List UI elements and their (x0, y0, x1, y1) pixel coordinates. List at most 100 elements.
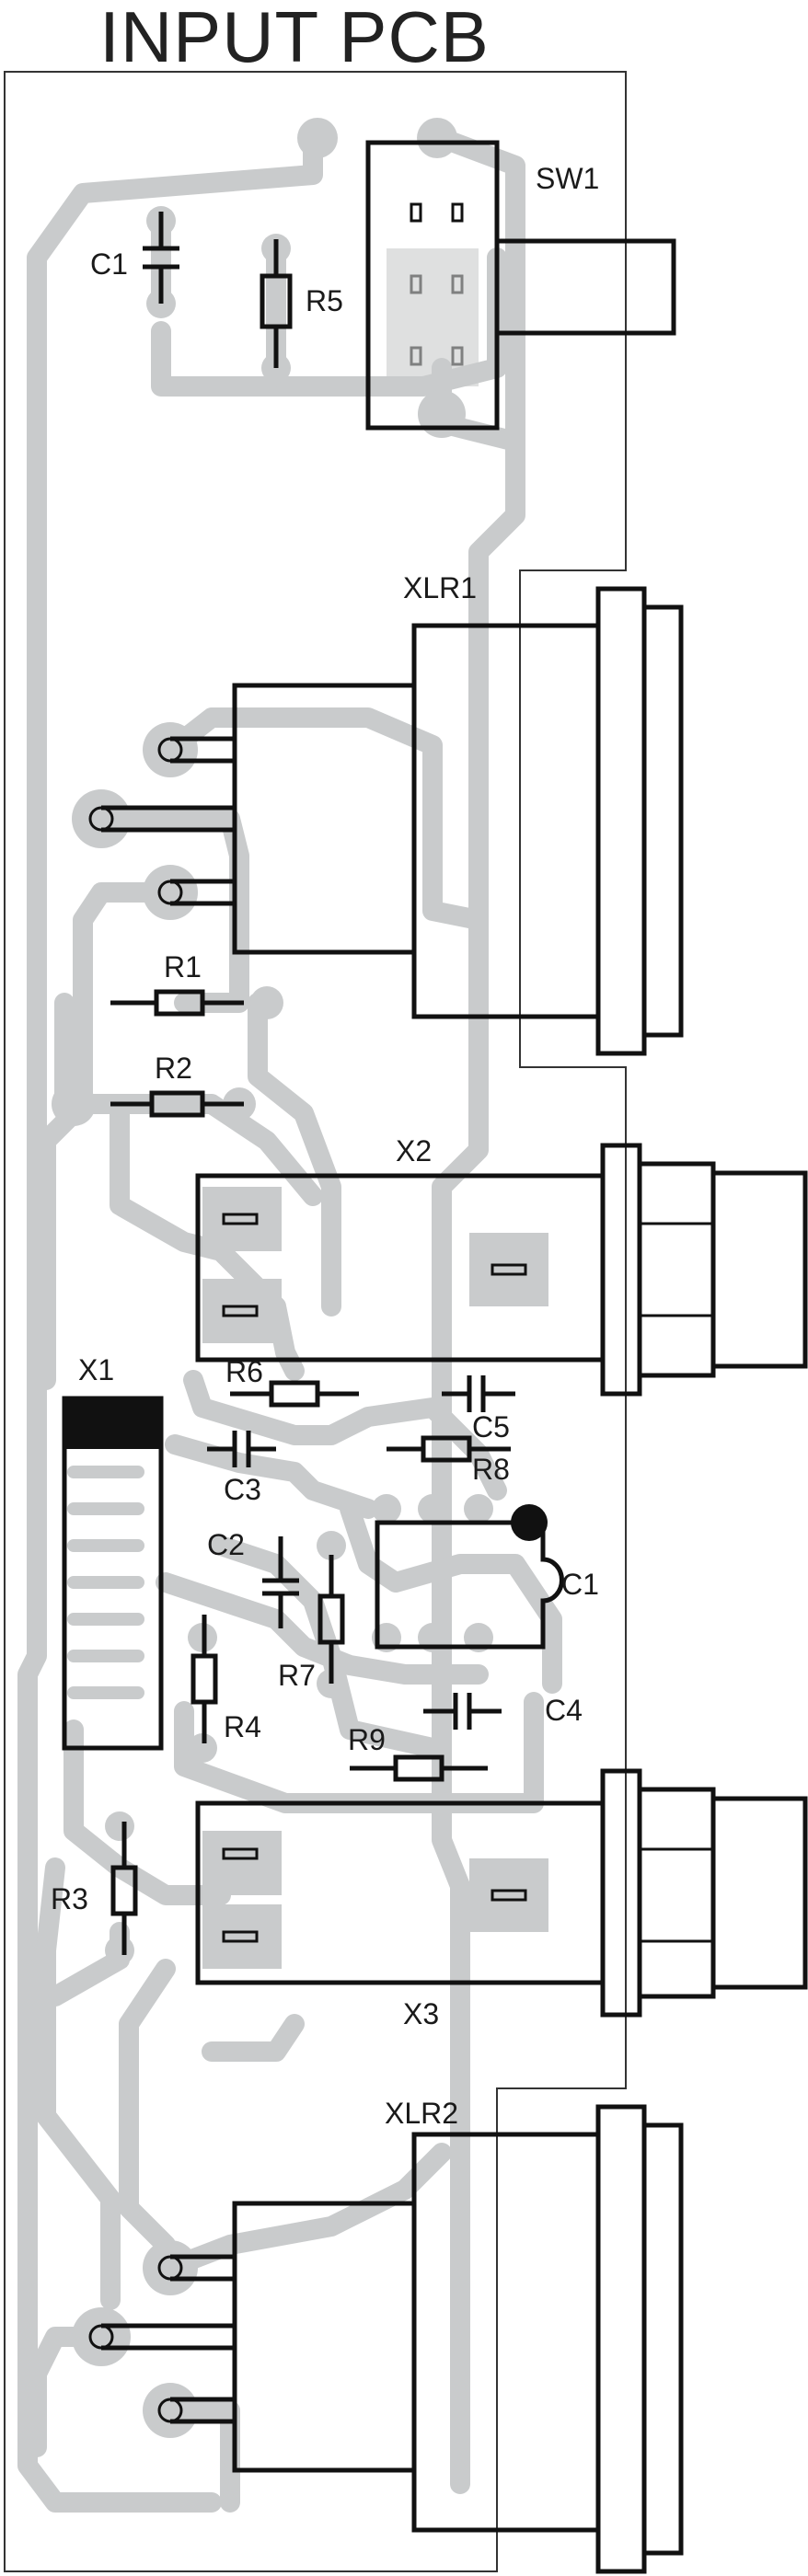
pad-r3-a (105, 1811, 134, 1841)
r5-body (260, 273, 293, 329)
pad-sw1-c (418, 390, 466, 438)
pad-xlr1-1 (143, 722, 198, 777)
xlr2-mid-body (411, 2132, 601, 2533)
pad-x3-3 (469, 1858, 548, 1932)
label-r9: R9 (348, 1723, 386, 1756)
pad-xlr2-3 (143, 2383, 198, 2438)
trace-xlr2-pin1 (160, 2143, 452, 2278)
diagram-title: INPUT PCB (99, 0, 490, 77)
trace-left-spine (17, 128, 323, 2513)
trace-right-spine (432, 128, 525, 2494)
x3-nut-lines (640, 1847, 713, 1943)
xlr1-pin-leads (101, 736, 235, 906)
label-r1: R1 (164, 950, 202, 983)
pad-x3-2 (202, 1904, 282, 1969)
xlr2-pin-leads (101, 2254, 235, 2424)
pad-xlr1-2 (72, 789, 131, 848)
trace-xlr1-pin1 (160, 707, 489, 930)
xlr1-front (641, 604, 684, 1038)
x3-flange (600, 1768, 642, 2018)
x1-ic-marker (64, 1398, 161, 1449)
c1-mid-polarity-dot (511, 1504, 548, 1541)
pad-ic2-3 (464, 1494, 493, 1524)
x2-pin1 (222, 1213, 259, 1225)
x3-pin3 (491, 1889, 527, 1902)
label-c5: C5 (472, 1410, 510, 1443)
x2-pin3 (491, 1263, 527, 1276)
pad-r3-b (105, 1936, 134, 1965)
pad-xlr2-1 (143, 2240, 198, 2295)
label-c3: C3 (224, 1473, 261, 1506)
label-c1-mid: C1 (561, 1568, 599, 1601)
r9-body (393, 1754, 444, 1782)
x2-barrel (710, 1170, 808, 1369)
r6-body (269, 1380, 320, 1408)
silkscreen (62, 140, 808, 2574)
label-r8: R8 (472, 1453, 510, 1486)
r4-body (190, 1653, 218, 1705)
component-labels: SW1 C1 R5 XLR1 R1 R2 X2 X1 R6 C5 C3 R8 C… (51, 162, 599, 2130)
xlr1-flange (595, 586, 647, 1056)
label-r4: R4 (224, 1710, 261, 1743)
x2-pin2 (222, 1305, 259, 1317)
pad-xlr1-3 (143, 865, 198, 920)
pad-xlr2-2 (72, 2307, 131, 2366)
x3-pin2 (222, 1930, 259, 1943)
label-c1-top: C1 (90, 247, 128, 281)
pad-x2-1 (202, 1187, 282, 1251)
label-c4: C4 (545, 1694, 583, 1727)
label-x1: X1 (78, 1353, 114, 1386)
label-sw1: SW1 (536, 162, 599, 195)
c2-symbol (262, 1536, 299, 1628)
pad-ic2-1 (372, 1494, 401, 1524)
x2-nut (637, 1161, 716, 1378)
c4-symbol (423, 1693, 502, 1730)
board-outline (4, 71, 627, 2572)
copper-pads (52, 118, 548, 2438)
label-xlr1: XLR1 (403, 571, 477, 604)
r7-body (317, 1593, 345, 1645)
r3-body (110, 1865, 138, 1916)
label-r5: R5 (306, 284, 343, 317)
trace-c1-r5 (151, 220, 286, 387)
r1-body (154, 989, 205, 1017)
label-r2: R2 (155, 1052, 192, 1085)
pad-r1-b (250, 986, 283, 1019)
pad-r2-a (52, 1082, 96, 1126)
pad-r7-a (317, 1531, 346, 1560)
c5-symbol (442, 1375, 515, 1412)
sw1-actuator (494, 238, 676, 336)
label-c2: C2 (207, 1528, 245, 1561)
trace-ground-loop (36, 1103, 121, 2310)
label-r7: R7 (278, 1659, 316, 1692)
sw1-pad-area (387, 248, 479, 386)
xlr2-front (641, 2122, 684, 2556)
xlr2-flange (595, 2104, 647, 2574)
copper-traces (17, 128, 562, 2513)
trace-mid-e (340, 1499, 562, 1694)
pad-ic2-2 (418, 1494, 447, 1524)
x2-flange (600, 1143, 642, 1397)
x3-pin1 (222, 1847, 259, 1860)
c3-symbol (207, 1431, 276, 1467)
pad-sw1-b (417, 118, 457, 158)
r2-body (149, 1090, 205, 1118)
label-x3: X3 (403, 1997, 439, 2030)
x3-nut (637, 1787, 716, 1999)
pad-x2-3 (469, 1233, 548, 1306)
label-r3: R3 (51, 1882, 88, 1915)
trace-mid-c (156, 1572, 489, 1685)
label-r6: R6 (225, 1355, 263, 1388)
trace-mid-b (165, 1434, 378, 1519)
label-xlr2: XLR2 (385, 2097, 458, 2130)
trace-lower-run (119, 1959, 305, 2255)
pad-sw1-a (297, 118, 338, 158)
x3-barrel (710, 1796, 808, 1990)
label-x2: X2 (396, 1134, 432, 1167)
sw1-pin (451, 202, 464, 223)
pad-r4-b (188, 1733, 217, 1763)
pad-x3-1 (202, 1831, 282, 1895)
c1-top-symbol (143, 212, 179, 304)
